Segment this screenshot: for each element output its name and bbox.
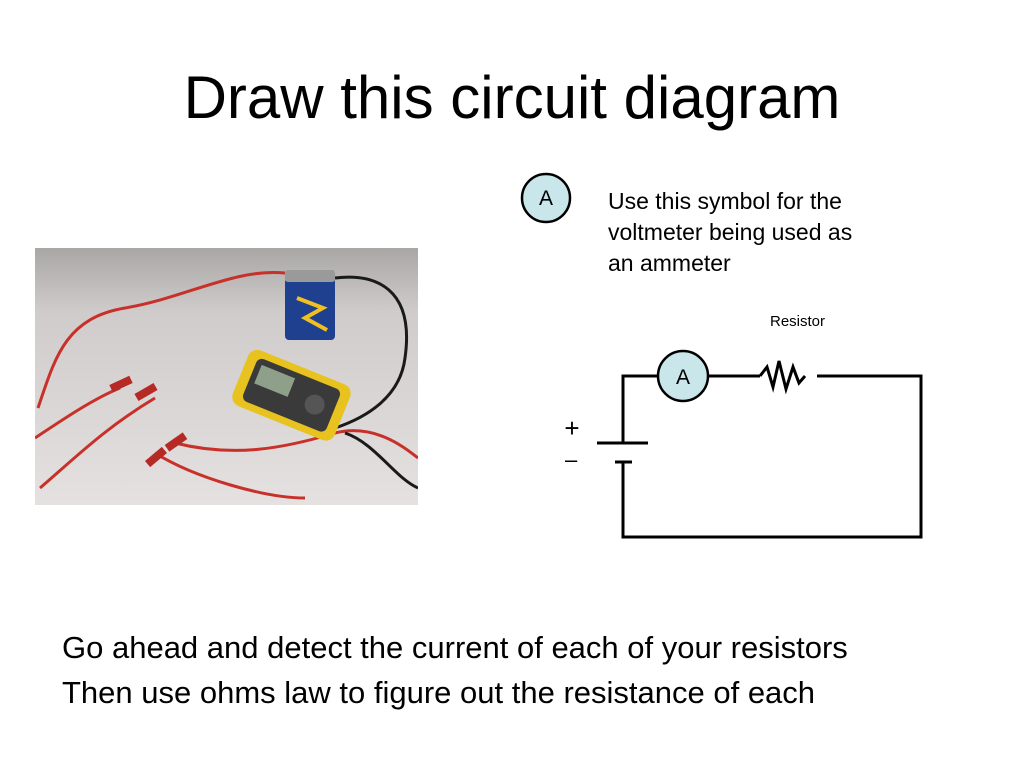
ammeter-letter: A (676, 366, 690, 389)
legend-line: Use this symbol for the (608, 188, 842, 214)
legend-text: Use this symbol for the voltmeter being … (608, 186, 898, 279)
instruction-line: Go ahead and detect the current of each … (62, 630, 848, 665)
legend-line: an ammeter (608, 250, 731, 276)
circuit-photo (35, 248, 418, 505)
legend-line: voltmeter being used as (608, 219, 853, 245)
resistor-symbol (758, 360, 807, 395)
instruction-line: Then use ohms law to figure out the resi… (62, 675, 816, 710)
circuit-diagram: A + – (555, 345, 935, 545)
minus-sign: – (565, 447, 578, 472)
ammeter-symbol: A (656, 349, 710, 403)
legend-symbol-letter: A (539, 187, 553, 210)
plus-sign: + (564, 413, 579, 443)
resistor-label: Resistor (770, 313, 826, 330)
wire-top-left (621, 374, 658, 443)
ammeter-symbol-legend: A (520, 172, 572, 224)
slide-title: Draw this circuit diagram (183, 64, 841, 131)
instructions: Go ahead and detect the current of each … (62, 625, 848, 715)
wire-top-right (621, 374, 923, 539)
